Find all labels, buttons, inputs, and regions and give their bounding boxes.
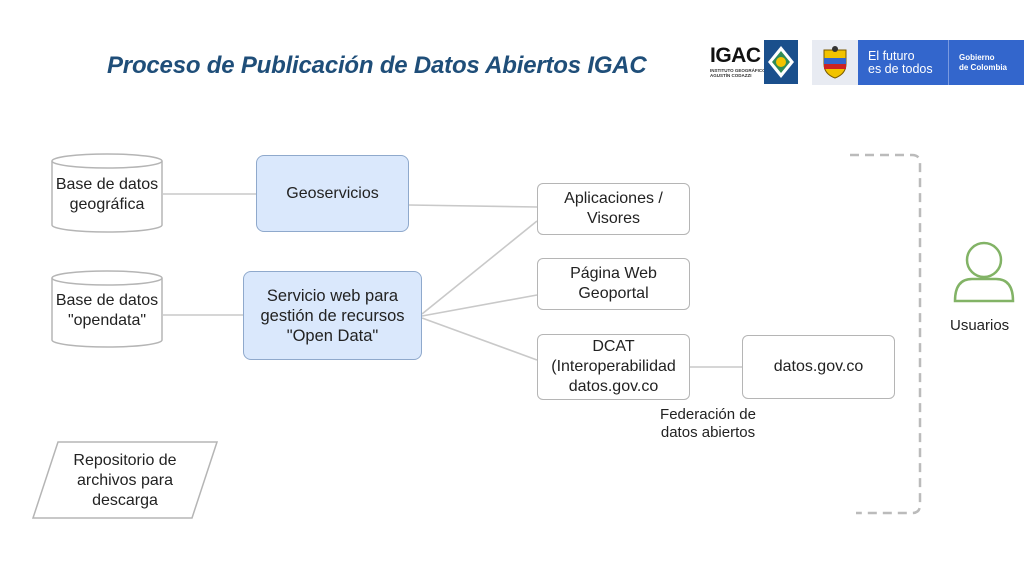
db-opendata-line-2: "opendata" xyxy=(67,312,147,329)
repositorio-line-1: Repositorio de xyxy=(73,452,177,469)
servicio-web-line-3: "Open Data" xyxy=(286,326,379,345)
aplicaciones-line-2: Visores xyxy=(586,210,641,227)
repositorio-parallelogram-shape xyxy=(31,441,219,519)
gov-tagline-line-1: El futuro xyxy=(868,48,915,63)
db-geografica: Base de datos geográfica xyxy=(52,170,162,220)
db-geografica-line-1: Base de datos xyxy=(55,176,159,193)
geoservicios-label: Geoservicios xyxy=(286,184,379,202)
gov-name-line-2: de Colombia xyxy=(959,62,1008,72)
edge-geoservicios-aplicaciones xyxy=(408,204,538,208)
servicio-web-line-2: gestión de recursos xyxy=(260,306,405,325)
federacion-label: Federación de datos abiertos xyxy=(652,406,764,442)
repositorio-line-3: descarga xyxy=(92,492,158,509)
edge-servicio-aplicaciones xyxy=(421,220,538,315)
federacion-line-1: Federación de xyxy=(660,406,756,423)
igac-logo-word: IGAC xyxy=(710,44,761,67)
igac-logo: IGAC INSTITUTO GEOGRÁFICO AGUSTÍN CODAZZ… xyxy=(710,40,798,86)
repositorio-node: Repositorio de archivos para descarga xyxy=(50,448,200,514)
gov-name-line-1: Gobierno xyxy=(959,52,995,62)
gov-tagline-line-2: es de todos xyxy=(868,61,933,76)
db-opendata: Base de datos "opendata" xyxy=(52,286,162,336)
aplicaciones-node: Aplicaciones / Visores xyxy=(537,183,690,235)
federacion-line-2: datos abiertos xyxy=(660,424,756,441)
dcat-line-1: DCAT xyxy=(592,338,635,355)
cylinder-db-opendata-shape xyxy=(51,270,163,348)
pagina-web-line-2: Geoportal xyxy=(578,285,649,302)
users-dashed-bracket xyxy=(850,153,922,515)
gov-name: Gobierno de Colombia xyxy=(948,40,1024,85)
gobierno-colombia-logo: El futuro es de todos Gobierno de Colomb… xyxy=(812,40,1024,85)
colombia-shield-icon xyxy=(812,40,858,85)
servicio-web-node: Servicio web para gestión de recursos "O… xyxy=(243,271,422,360)
datos-gov-node: datos.gov.co xyxy=(742,335,895,399)
aplicaciones-line-1: Aplicaciones / xyxy=(564,190,663,207)
servicio-web-line-1: Servicio web para xyxy=(266,286,399,305)
dcat-line-3: datos.gov.co xyxy=(568,378,659,395)
gov-tagline: El futuro es de todos xyxy=(858,40,948,85)
edge-servicio-pagina xyxy=(421,294,538,317)
page-title: Proceso de Publicación de Datos Abiertos… xyxy=(107,52,647,79)
usuarios-label: Usuarios xyxy=(950,317,1010,334)
igac-logo-subtitle: INSTITUTO GEOGRÁFICO AGUSTÍN CODAZZI xyxy=(710,68,766,78)
user-icon xyxy=(953,241,1015,303)
geoservicios-node: Geoservicios xyxy=(256,155,409,232)
db-opendata-line-1: Base de datos xyxy=(55,292,159,309)
pagina-web-node: Página Web Geoportal xyxy=(537,258,690,310)
dcat-line-2: (Interoperabilidad xyxy=(551,358,676,375)
dcat-node: DCAT (Interoperabilidad datos.gov.co xyxy=(537,334,690,400)
igac-emblem-icon xyxy=(764,40,798,84)
datos-gov-label: datos.gov.co xyxy=(773,358,864,375)
edge-servicio-dcat xyxy=(421,317,538,361)
pagina-web-line-1: Página Web xyxy=(570,265,657,282)
cylinder-db-geo-shape xyxy=(51,153,163,233)
repositorio-line-2: archivos para xyxy=(76,472,174,489)
db-geografica-line-2: geográfica xyxy=(69,196,145,213)
